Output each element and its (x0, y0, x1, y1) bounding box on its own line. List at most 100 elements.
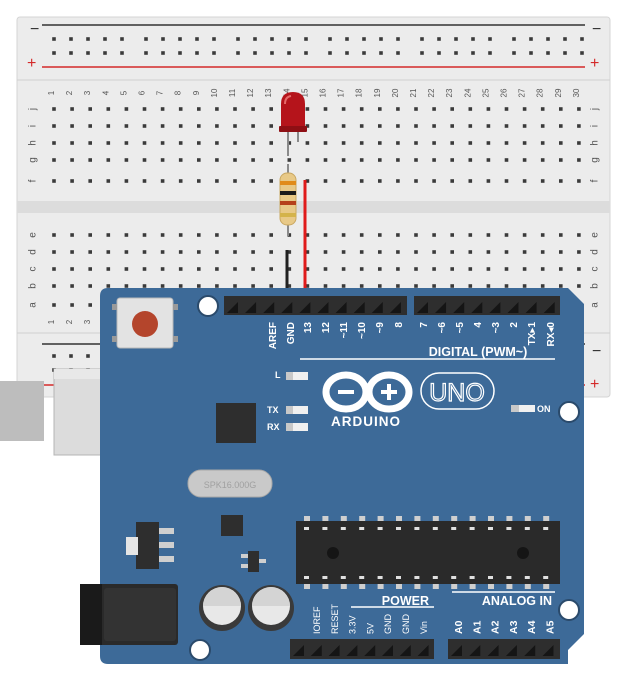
breadboard-hole[interactable] (70, 233, 74, 237)
header-socket[interactable] (281, 302, 293, 313)
breadboard-hole[interactable] (341, 179, 346, 183)
breadboard-hole[interactable] (52, 233, 56, 237)
breadboard-hole[interactable] (396, 233, 400, 237)
rail-hole[interactable] (345, 37, 349, 41)
breadboard-hole[interactable] (504, 141, 509, 145)
breadboard-hole[interactable] (504, 284, 509, 288)
breadboard-hole[interactable] (178, 124, 183, 128)
breadboard-hole[interactable] (540, 233, 545, 237)
rail-hole[interactable] (304, 37, 308, 41)
breadboard-hole[interactable] (305, 141, 310, 145)
breadboard-hole[interactable] (269, 179, 273, 183)
rail-hole[interactable] (529, 37, 533, 41)
breadboard-hole[interactable] (323, 158, 328, 162)
rail-hole[interactable] (420, 37, 424, 41)
power-socket[interactable] (382, 645, 393, 656)
rail-hole[interactable] (328, 51, 332, 55)
breadboard-hole[interactable] (414, 141, 418, 145)
breadboard-hole[interactable] (432, 158, 436, 162)
breadboard-hole[interactable] (450, 284, 454, 288)
breadboard-hole[interactable] (414, 179, 418, 183)
breadboard-hole[interactable] (160, 250, 165, 254)
breadboard-hole[interactable] (124, 250, 129, 254)
analog-socket[interactable] (524, 645, 536, 656)
breadboard-hole[interactable] (142, 267, 147, 271)
breadboard-hole[interactable] (522, 158, 527, 162)
breadboard-hole[interactable] (52, 303, 56, 307)
breadboard-hole[interactable] (142, 124, 147, 128)
breadboard-hole[interactable] (160, 158, 165, 162)
breadboard-hole[interactable] (468, 233, 473, 237)
rail-hole[interactable] (195, 37, 199, 41)
breadboard-hole[interactable] (70, 141, 74, 145)
header-socket[interactable] (453, 302, 465, 313)
rail-hole[interactable] (454, 37, 458, 41)
breadboard-hole[interactable] (287, 250, 292, 254)
breadboard-hole[interactable] (378, 179, 382, 183)
breadboard-hole[interactable] (450, 124, 454, 128)
breadboard-hole[interactable] (359, 124, 364, 128)
rail-hole[interactable] (212, 37, 216, 41)
breadboard-hole[interactable] (504, 124, 509, 128)
rail-hole[interactable] (86, 37, 90, 41)
rail-hole[interactable] (546, 51, 550, 55)
breadboard-hole[interactable] (197, 141, 201, 145)
rail-hole[interactable] (287, 51, 291, 55)
header-socket[interactable] (471, 302, 483, 313)
breadboard-hole[interactable] (450, 141, 454, 145)
breadboard-hole[interactable] (559, 124, 563, 128)
rail-hole[interactable] (580, 37, 584, 41)
breadboard-hole[interactable] (269, 233, 273, 237)
rail-hole[interactable] (161, 51, 165, 55)
breadboard-hole[interactable] (178, 107, 183, 111)
breadboard-hole[interactable] (124, 267, 129, 271)
breadboard-hole[interactable] (197, 179, 201, 183)
rail-hole[interactable] (379, 37, 383, 41)
breadboard-hole[interactable] (432, 233, 436, 237)
breadboard-hole[interactable] (414, 158, 418, 162)
breadboard-hole[interactable] (504, 158, 509, 162)
breadboard-hole[interactable] (215, 124, 219, 128)
breadboard-hole[interactable] (178, 158, 183, 162)
breadboard-hole[interactable] (432, 179, 436, 183)
rail-hole[interactable] (270, 51, 274, 55)
breadboard-hole[interactable] (540, 158, 545, 162)
breadboard-hole[interactable] (160, 141, 165, 145)
breadboard-hole[interactable] (486, 267, 491, 271)
breadboard-hole[interactable] (88, 303, 92, 307)
header-socket[interactable] (317, 302, 329, 313)
breadboard-hole[interactable] (341, 141, 346, 145)
rail-hole[interactable] (253, 37, 257, 41)
breadboard-hole[interactable] (414, 233, 418, 237)
power-socket[interactable] (328, 645, 340, 656)
breadboard-hole[interactable] (468, 141, 473, 145)
header-socket[interactable] (507, 302, 519, 313)
breadboard-hole[interactable] (178, 267, 183, 271)
breadboard-hole[interactable] (522, 179, 527, 183)
breadboard-hole[interactable] (540, 124, 545, 128)
breadboard-hole[interactable] (269, 250, 273, 254)
breadboard-hole[interactable] (486, 124, 491, 128)
breadboard-hole[interactable] (88, 141, 92, 145)
rail-hole[interactable] (471, 37, 475, 41)
breadboard-hole[interactable] (251, 250, 255, 254)
breadboard-hole[interactable] (106, 141, 111, 145)
rail-hole[interactable] (236, 51, 240, 55)
breadboard-hole[interactable] (559, 284, 563, 288)
breadboard-hole[interactable] (106, 158, 111, 162)
breadboard-hole[interactable] (468, 158, 473, 162)
breadboard-hole[interactable] (269, 158, 273, 162)
breadboard-hole[interactable] (160, 179, 165, 183)
breadboard-hole[interactable] (305, 107, 310, 111)
rail-hole[interactable] (120, 37, 124, 41)
breadboard-hole[interactable] (468, 250, 473, 254)
header-socket[interactable] (227, 302, 238, 313)
analog-socket[interactable] (451, 645, 462, 656)
breadboard-hole[interactable] (559, 250, 563, 254)
breadboard-hole[interactable] (323, 250, 328, 254)
rail-hole[interactable] (396, 37, 400, 41)
rail-hole[interactable] (580, 51, 584, 55)
breadboard-hole[interactable] (378, 158, 382, 162)
breadboard-hole[interactable] (88, 233, 92, 237)
breadboard-hole[interactable] (142, 107, 147, 111)
